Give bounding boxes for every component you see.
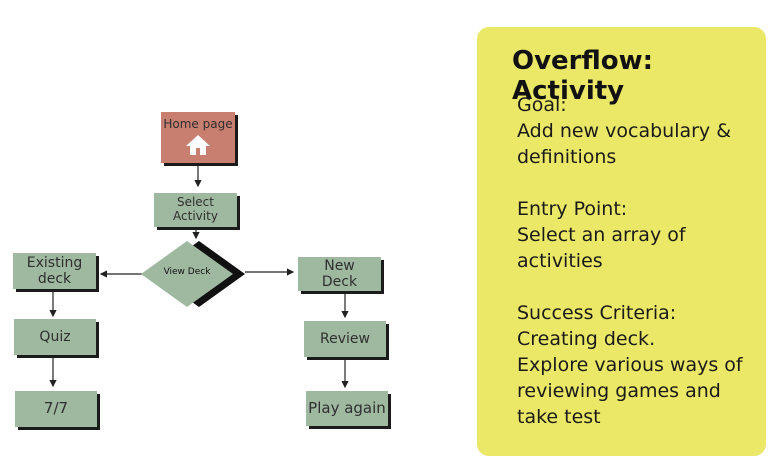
panel-entry-point: Entry Point: Select an array of activiti… [517,198,686,272]
node-score-label: 7/7 [43,399,69,418]
panel-goal: Goal: Add new vocabulary & definitions [517,94,732,168]
node-review: Review [304,321,386,357]
node-play-again: Play again [306,391,388,426]
node-existing-deck: Existing deck [13,253,96,289]
node-score: 7/7 [15,391,97,427]
house-icon [186,134,210,155]
node-view-deck-label: View Deck [163,267,211,277]
view-deck-diamond [141,241,233,307]
node-quiz-label: Quiz [39,328,71,345]
node-play-again-label: Play again [308,398,386,417]
node-review-label: Review [320,330,370,347]
node-home-page: Home page [161,112,235,163]
node-existing-deck-label: Existing deck [26,254,83,287]
node-select-activity: Select Activity [154,193,237,227]
node-new-deck-label: New Deck [321,257,358,290]
overflow-info-panel [477,27,766,456]
node-select-activity-label: Select Activity [173,195,218,223]
panel-body: Goal: Add new vocabulary & definitions E… [517,92,757,430]
panel-title: Overflow: Activity [512,46,654,106]
node-quiz: Quiz [14,319,96,355]
node-home-label: Home page [163,117,233,131]
panel-success-criteria: Success Criteria: Creating deck. Explore… [517,302,743,428]
node-new-deck: New Deck [298,257,381,291]
